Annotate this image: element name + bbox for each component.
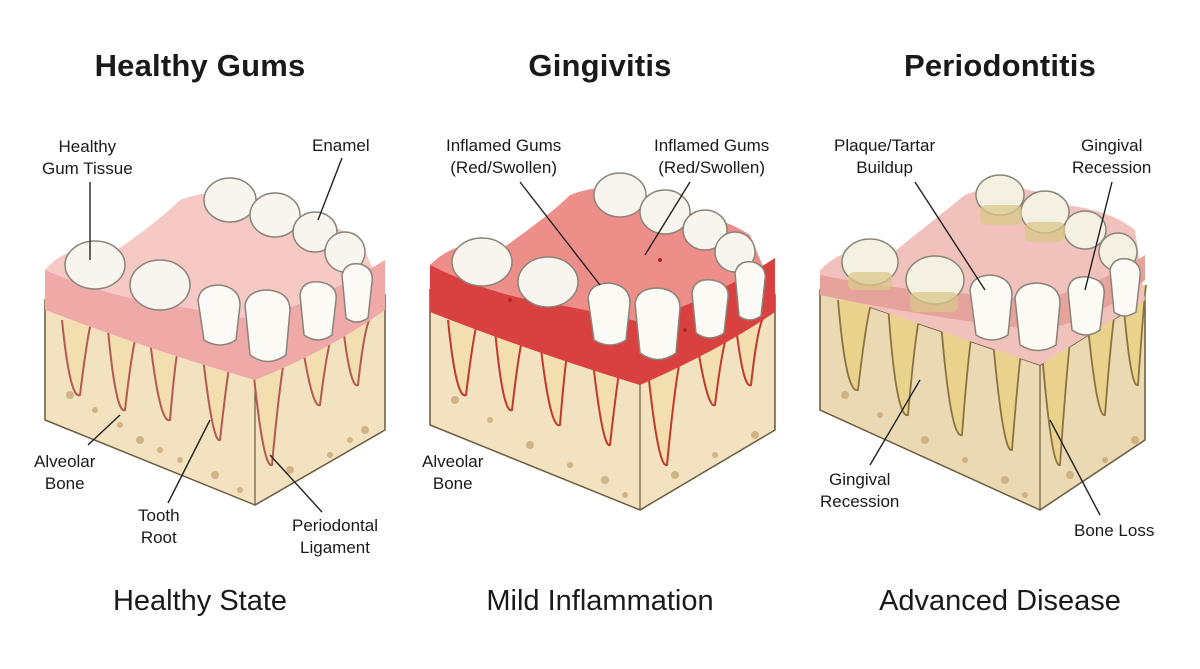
label-periodontal-ligament: Periodontal Ligament	[292, 516, 379, 557]
periodontitis-panel: Periodontitis Plaque/Tartar Buildup Ging…	[800, 0, 1200, 669]
label-plaque-tartar-buildup: Plaque/Tartar Buildup	[834, 136, 936, 177]
label-alveolar-bone: Alveolar Bone	[422, 452, 484, 493]
panel-title: Periodontitis	[903, 48, 1097, 83]
healthy-gums-panel: Healthy Gums Healthy Gum Tissue Enamel A…	[0, 0, 400, 669]
label-inflamed-gums-right: Inflamed Gums (Red/Swollen)	[654, 136, 770, 177]
periodontitis-illustration	[819, 174, 1147, 511]
panel-title: Gingivitis	[528, 48, 672, 83]
label-gingival-recession-bottom: Gingival Recession	[820, 470, 900, 511]
panel-state: Healthy State	[112, 585, 288, 617]
label-enamel: Enamel	[312, 136, 370, 155]
panel-state: Mild Inflammation	[486, 585, 714, 617]
label-gingival-recession-top: Gingival Recession	[1072, 136, 1152, 177]
panel-title: Healthy Gums	[94, 48, 306, 83]
label-alveolar-bone: Alveolar Bone	[34, 452, 96, 493]
label-healthy-gum-tissue: Healthy Gum Tissue	[42, 137, 133, 178]
label-bone-loss: Bone Loss	[1074, 521, 1155, 540]
label-tooth-root: Tooth Root	[138, 506, 180, 547]
label-inflamed-gums-left: Inflamed Gums (Red/Swollen)	[446, 136, 562, 177]
gingivitis-panel: Gingivitis Inflamed Gums (Red/Swollen) I…	[400, 0, 800, 669]
healthy-gums-illustration	[44, 177, 386, 506]
panel-state: Advanced Disease	[879, 585, 1121, 617]
gingivitis-illustration	[429, 172, 776, 511]
